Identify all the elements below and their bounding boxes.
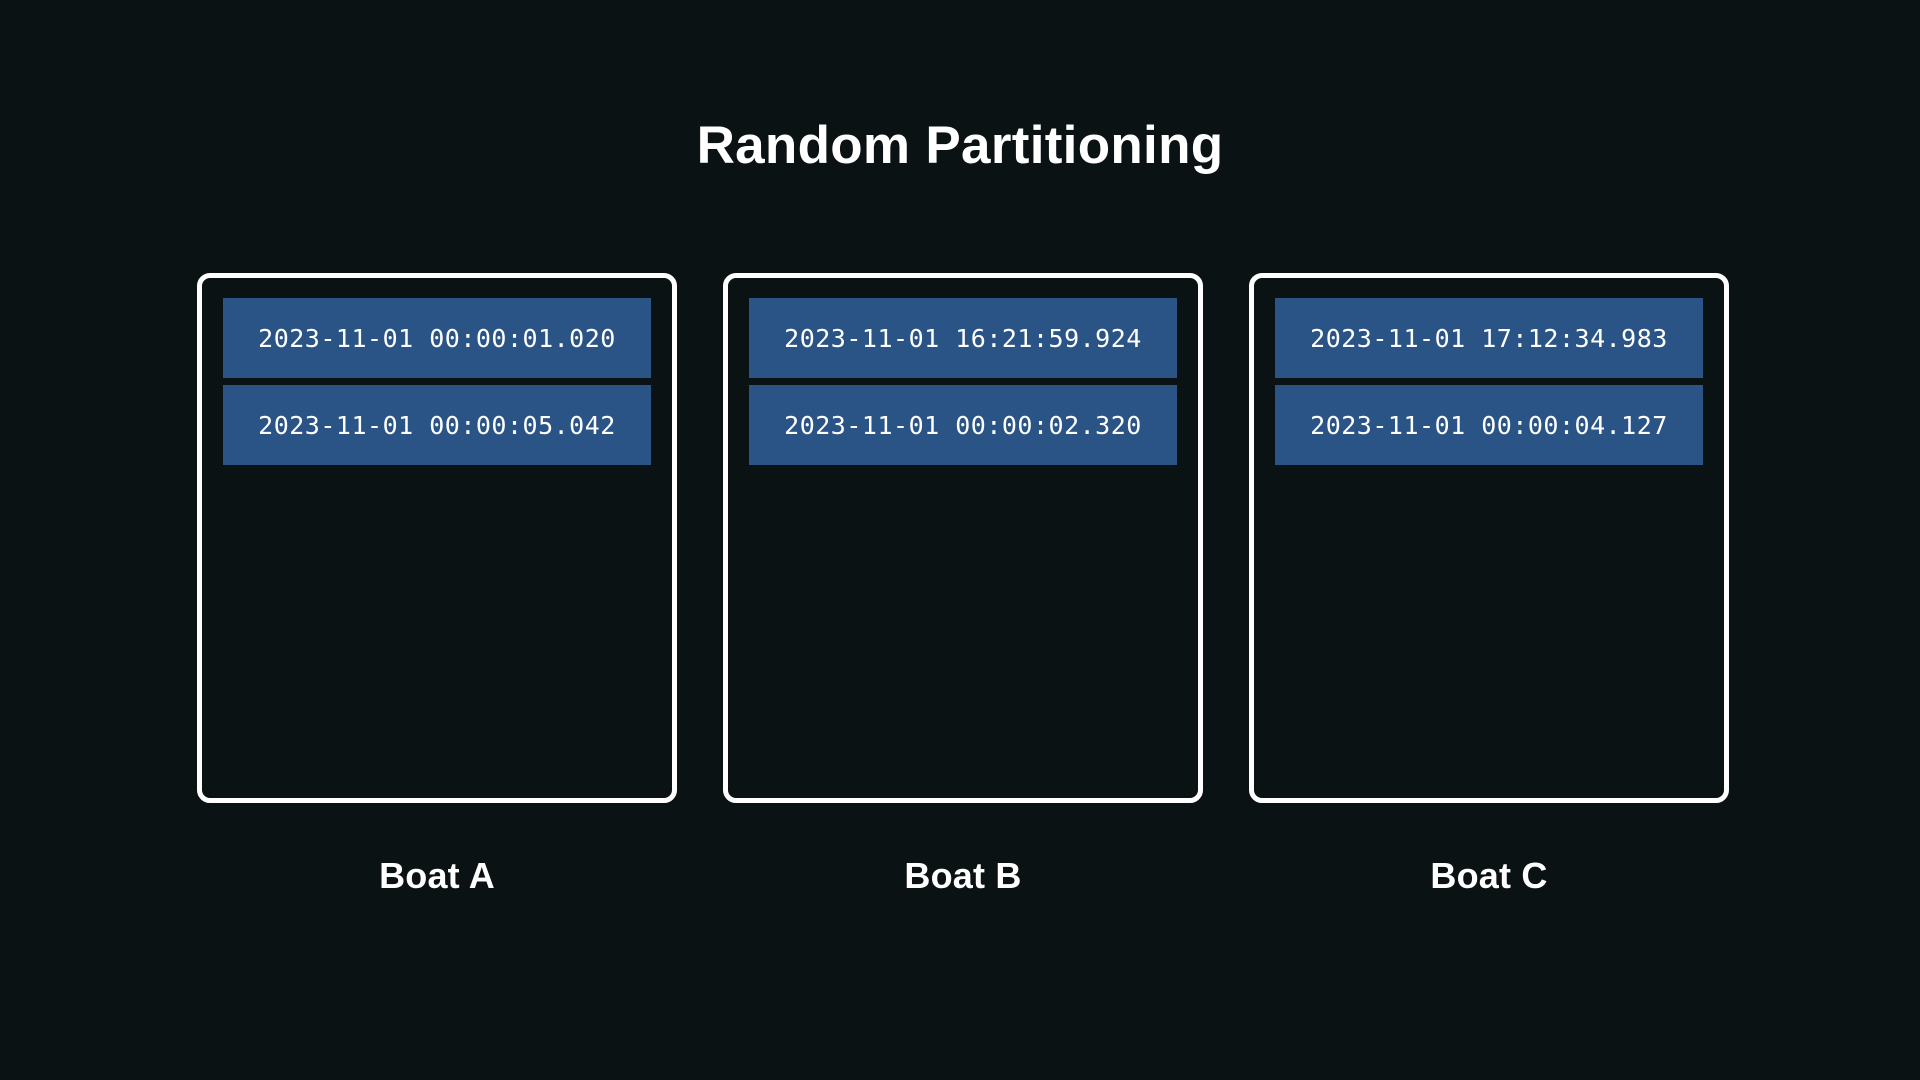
record-row[interactable]: 2023-11-01 00:00:02.320	[749, 385, 1177, 465]
record-row[interactable]: 2023-11-01 00:00:04.127	[1275, 385, 1703, 465]
partition-box-b[interactable]: 2023-11-01 16:21:59.924 2023-11-01 00:00…	[723, 273, 1203, 803]
partition-label-b: Boat B	[904, 855, 1022, 896]
page-title: Random Partitioning	[696, 116, 1224, 175]
partition-label-c: Boat C	[1430, 855, 1548, 896]
record-row[interactable]: 2023-11-01 17:12:34.983	[1275, 298, 1703, 378]
partition-label-a: Boat A	[379, 855, 495, 896]
record-timestamp: 2023-11-01 00:00:05.042	[258, 410, 616, 440]
record-timestamp: 2023-11-01 00:00:01.020	[258, 323, 616, 353]
partition-column-b: 2023-11-01 16:21:59.924 2023-11-01 00:00…	[723, 273, 1203, 896]
record-timestamp: 2023-11-01 16:21:59.924	[784, 323, 1142, 353]
record-row[interactable]: 2023-11-01 00:00:01.020	[223, 298, 651, 378]
record-timestamp: 2023-11-01 00:00:04.127	[1310, 410, 1668, 440]
partition-box-a[interactable]: 2023-11-01 00:00:01.020 2023-11-01 00:00…	[197, 273, 677, 803]
partition-column-a: 2023-11-01 00:00:01.020 2023-11-01 00:00…	[197, 273, 677, 896]
record-row[interactable]: 2023-11-01 00:00:05.042	[223, 385, 651, 465]
record-timestamp: 2023-11-01 00:00:02.320	[784, 410, 1142, 440]
record-timestamp: 2023-11-01 17:12:34.983	[1310, 323, 1668, 353]
record-row[interactable]: 2023-11-01 16:21:59.924	[749, 298, 1177, 378]
partition-column-c: 2023-11-01 17:12:34.983 2023-11-01 00:00…	[1249, 273, 1729, 896]
partition-box-c[interactable]: 2023-11-01 17:12:34.983 2023-11-01 00:00…	[1249, 273, 1729, 803]
partition-group: 2023-11-01 00:00:01.020 2023-11-01 00:00…	[197, 273, 1729, 896]
